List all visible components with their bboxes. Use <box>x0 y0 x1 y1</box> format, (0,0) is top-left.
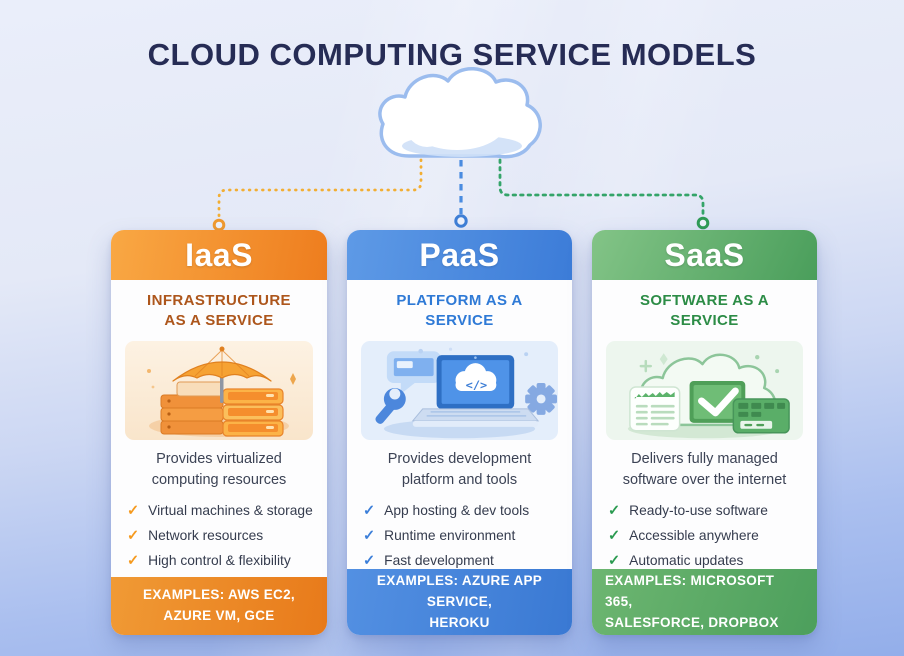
laptop-devtools-icon: </> <box>375 347 558 438</box>
iaas-subtitle-line1: INFRASTRUCTURE <box>147 292 291 309</box>
iaas-subtitle-line2: AS A SERVICE <box>164 311 274 329</box>
paas-connector-dot <box>454 214 468 228</box>
check-icon: ✓ <box>608 528 621 545</box>
feature-item: ✓ Automatic updates <box>608 553 809 569</box>
saas-description: Delivers fully managed software over the… <box>598 449 811 493</box>
feature-item: ✓ Ready-to-use software <box>608 503 809 519</box>
paas-header-label: PaaS <box>419 236 500 273</box>
feature-item: ✓ Accessible anywhere <box>608 528 809 544</box>
check-icon: ✓ <box>127 528 140 545</box>
saas-connector-line <box>498 158 705 219</box>
iaas-description-line2: computing resources <box>151 472 287 489</box>
saas-examples-line1: EXAMPLES: MICROSOFT 365, <box>605 572 775 609</box>
saas-description-line2: software over the internet <box>622 472 787 489</box>
iaas-subtitle: INFRASTRUCTURE AS A SERVICE <box>111 291 327 331</box>
feature-item: ✓ High control & flexibility <box>127 553 319 569</box>
servers-umbrella-icon <box>147 346 296 437</box>
saas-header: SaaS <box>592 230 817 280</box>
iaas-examples-line2: AZURE VM, GCE <box>163 608 275 624</box>
feature-label: Network resources <box>148 528 264 544</box>
paas-examples-line1: EXAMPLES: AZURE APP SERVICE, <box>376 572 543 609</box>
saas-subtitle-line1: SOFTWARE AS A <box>639 292 770 309</box>
saas-feature-list: ✓ Ready-to-use software ✓ Accessible any… <box>592 503 817 569</box>
feature-item: ✓ Virtual machines & storage <box>127 503 319 519</box>
iaas-examples-line1: EXAMPLES: AWS EC2, <box>143 587 295 603</box>
feature-label: Automatic updates <box>629 553 744 569</box>
paas-subtitle-line1: PLATFORM AS A <box>396 292 523 309</box>
iaas-header: IaaS <box>111 230 327 280</box>
iaas-connector-line <box>217 158 423 221</box>
svg-text:</>: </> <box>466 378 488 392</box>
cloud-apps-icon <box>627 352 790 438</box>
feature-label: Accessible anywhere <box>629 528 759 544</box>
feature-label: App hosting & dev tools <box>384 503 530 519</box>
service-model-cards: IaaS INFRASTRUCTURE AS A SERVICE <box>111 230 817 635</box>
check-icon: ✓ <box>608 553 621 570</box>
iaas-description-line1: Provides virtualized <box>156 450 282 467</box>
card-iaas: IaaS INFRASTRUCTURE AS A SERVICE <box>111 230 327 635</box>
feature-label: Virtual machines & storage <box>148 503 313 519</box>
paas-feature-list: ✓ App hosting & dev tools ✓ Runtime envi… <box>347 503 572 569</box>
feature-item: ✓ Runtime environment <box>363 528 564 544</box>
iaas-feature-list: ✓ Virtual machines & storage ✓ Network r… <box>111 503 327 569</box>
feature-label: Runtime environment <box>384 528 516 544</box>
check-icon: ✓ <box>363 553 376 570</box>
page-title: CLOUD COMPUTING SERVICE MODELS <box>147 36 757 72</box>
feature-item: ✓ Network resources <box>127 528 319 544</box>
cloud-illustration <box>378 66 542 159</box>
paas-subtitle-line2: SERVICE <box>425 311 494 329</box>
paas-illustration: </> <box>361 340 558 440</box>
paas-examples-bar: EXAMPLES: AZURE APP SERVICE, HEROKU <box>347 569 572 635</box>
iaas-description: Provides virtualized computing resources <box>117 449 321 493</box>
iaas-connector-dot <box>212 218 226 232</box>
paas-examples-line2: HEROKU <box>429 614 490 630</box>
saas-connector-dot <box>696 216 710 230</box>
iaas-examples-bar: EXAMPLES: AWS EC2, AZURE VM, GCE <box>111 577 327 635</box>
paas-description-line2: platform and tools <box>401 472 518 489</box>
saas-subtitle-line2: SERVICE <box>670 311 739 329</box>
paas-header: PaaS <box>347 230 572 280</box>
check-icon: ✓ <box>608 503 621 520</box>
feature-label: Fast development <box>384 553 494 569</box>
iaas-illustration <box>125 340 313 440</box>
card-paas: PaaS PLATFORM AS A SERVICE <box>347 230 572 635</box>
paas-description: Provides development platform and tools <box>353 449 566 493</box>
saas-header-label: SaaS <box>664 236 745 273</box>
saas-illustration <box>606 340 803 440</box>
saas-examples-line2: SALESFORCE, DROPBOX <box>605 614 779 630</box>
feature-label: High control & flexibility <box>148 553 291 569</box>
saas-description-line1: Delivers fully managed <box>631 450 778 467</box>
cloud-icon <box>369 66 557 165</box>
paas-description-line1: Provides development <box>387 450 532 467</box>
saas-subtitle: SOFTWARE AS A SERVICE <box>592 291 817 331</box>
card-saas: SaaS SOFTWARE AS A SERVICE <box>592 230 817 635</box>
check-icon: ✓ <box>363 528 376 545</box>
saas-examples-bar: EXAMPLES: MICROSOFT 365, SALESFORCE, DRO… <box>592 569 817 635</box>
paas-subtitle: PLATFORM AS A SERVICE <box>347 291 572 331</box>
feature-item: ✓ App hosting & dev tools <box>363 503 564 519</box>
iaas-header-label: IaaS <box>185 236 253 273</box>
check-icon: ✓ <box>127 553 140 570</box>
check-icon: ✓ <box>363 503 376 520</box>
feature-label: Ready-to-use software <box>629 503 768 519</box>
check-icon: ✓ <box>127 503 140 520</box>
feature-item: ✓ Fast development <box>363 553 564 569</box>
